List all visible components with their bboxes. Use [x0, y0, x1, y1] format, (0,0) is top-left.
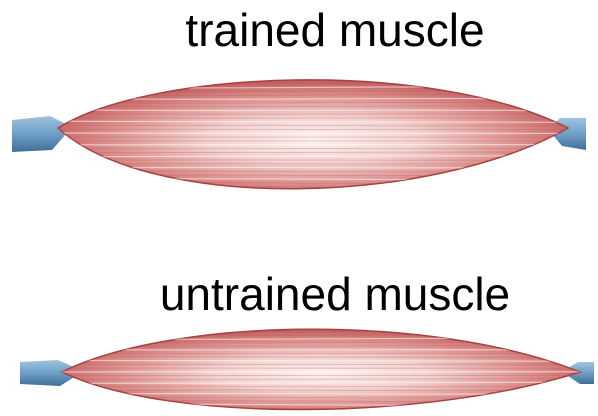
untrained-muscle-label: untrained muscle	[36, 266, 598, 322]
muscle-fiber-line	[55, 410, 590, 414]
muscle-fiber-line	[50, 193, 575, 196]
muscle-fiber-line	[55, 364, 590, 365]
untrained-muscle-icon	[20, 326, 594, 414]
muscle-fiber-line	[55, 360, 590, 361]
trained-muscle-belly	[58, 80, 568, 189]
muscle-fiber-line	[50, 200, 575, 204]
muscle-fiber-line	[55, 375, 590, 376]
muscle-fiber-line	[50, 189, 575, 192]
trained-tendon-left	[12, 116, 66, 152]
muscle-fiber-line	[50, 196, 575, 200]
trained-muscle-icon	[12, 74, 586, 204]
trained-muscle-label: trained muscle	[36, 2, 598, 58]
muscle-fiber-line	[50, 74, 575, 78]
